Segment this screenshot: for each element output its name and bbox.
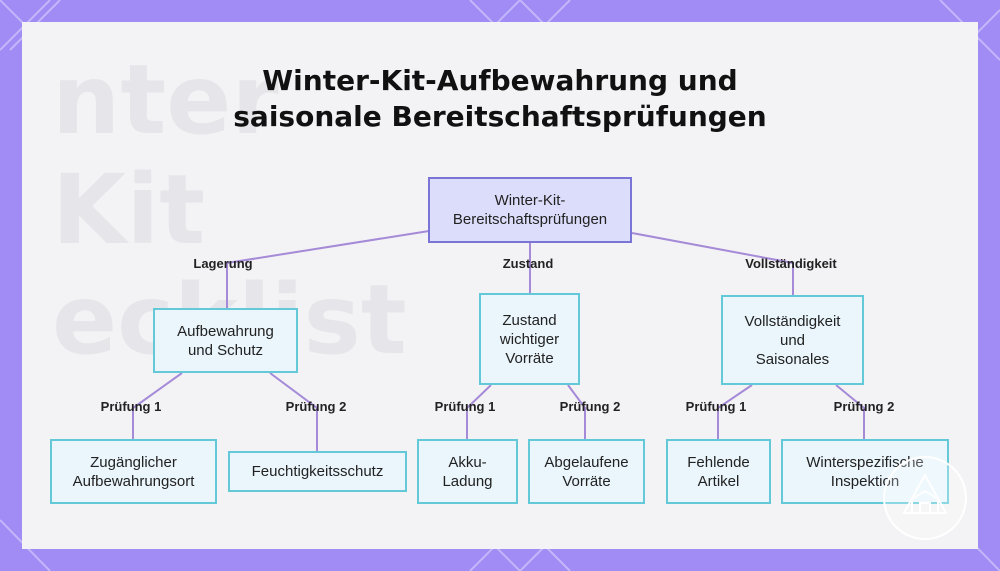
title-line-1: Winter-Kit-Aufbewahrung und [262, 64, 738, 97]
node-battery: Akku- Ladung [417, 439, 518, 504]
node-expired: Abgelaufene Vorräte [528, 439, 645, 504]
diagram-title: Winter-Kit-Aufbewahrung und saisonale Be… [200, 63, 800, 135]
edge-label-moisture: Prüfung 2 [285, 399, 347, 414]
node-condition: Zustand wichtiger Vorräte [479, 293, 580, 385]
edge-label-accessible: Prüfung 1 [100, 399, 162, 414]
edge-root-completeness [631, 232, 794, 295]
node-accessible: Zugänglicher Aufbewahrungsort [50, 439, 217, 504]
edge-label-missing: Prüfung 1 [685, 399, 747, 414]
edge-label-storage: Lagerung [193, 256, 253, 271]
node-moisture: Feuchtigkeitsschutz [228, 451, 407, 492]
edge-condition-battery [466, 384, 492, 439]
brand-logo-icon [883, 456, 967, 540]
edge-label-battery: Prüfung 1 [434, 399, 496, 414]
edge-completeness-missing [717, 384, 753, 439]
edge-completeness-winter [835, 384, 865, 439]
node-completeness: Vollständigkeit und Saisonales [721, 295, 864, 385]
edge-root-storage [226, 230, 430, 308]
node-storage: Aufbewahrung und Schutz [153, 308, 298, 373]
watermark-line: nter [52, 44, 279, 156]
watermark-line: Kit [52, 154, 206, 266]
edge-label-winter-inspection: Prüfung 2 [833, 399, 895, 414]
node-root: Winter-Kit- Bereitschaftsprüfungen [428, 177, 632, 243]
background-watermark: nter Kit ecklist [22, 22, 978, 549]
edge-storage-moisture [269, 372, 318, 451]
node-missing: Fehlende Artikel [666, 439, 771, 504]
edge-condition-expired [567, 384, 586, 439]
edge-label-expired: Prüfung 2 [559, 399, 621, 414]
edge-label-completeness: Vollständigkeit [745, 256, 837, 271]
edge-storage-accessible [132, 372, 183, 439]
edge-label-condition: Zustand [502, 256, 554, 271]
title-line-2: saisonale Bereitschaftsprüfungen [233, 100, 767, 133]
